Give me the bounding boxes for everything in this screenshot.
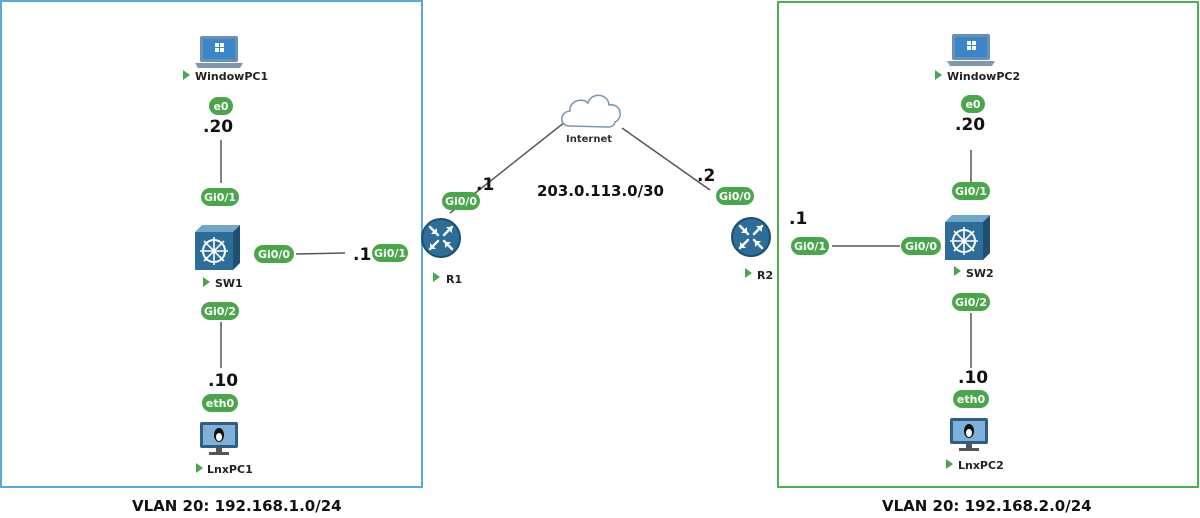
port-pill[interactable] bbox=[202, 394, 238, 412]
port-pill[interactable] bbox=[201, 302, 239, 320]
port-pill[interactable] bbox=[791, 237, 829, 255]
port-pill[interactable] bbox=[372, 244, 408, 262]
sw2-label: SW2 bbox=[966, 267, 994, 280]
port-pill[interactable] bbox=[952, 293, 990, 311]
port-pill[interactable] bbox=[254, 245, 294, 263]
port-label: Gi0/2 bbox=[955, 296, 987, 309]
switch-icon[interactable] bbox=[944, 214, 991, 261]
port-label: e0 bbox=[213, 100, 228, 113]
ip-label: .10 bbox=[958, 368, 988, 388]
port-pill[interactable] bbox=[901, 237, 941, 255]
left-network-label: VLAN 20: 192.168.1.0/24 bbox=[132, 497, 342, 515]
play-icon bbox=[203, 277, 210, 287]
port-label: Gi0/0 bbox=[445, 195, 477, 208]
switch-icon[interactable] bbox=[194, 224, 241, 271]
ip-label: .1 bbox=[476, 175, 494, 195]
ip-label: .1 bbox=[789, 209, 807, 229]
monitor-linux-icon[interactable] bbox=[950, 418, 988, 451]
play-icon bbox=[946, 459, 953, 469]
transit-network-label: 203.0.113.0/30 bbox=[537, 182, 664, 200]
r2-label: R2 bbox=[757, 269, 773, 282]
port-label: Gi0/0 bbox=[719, 190, 751, 203]
port-label: Gi0/1 bbox=[374, 247, 406, 260]
port-pill[interactable] bbox=[442, 192, 480, 210]
port-label: Gi0/1 bbox=[955, 185, 987, 198]
port-label: Gi0/1 bbox=[794, 240, 826, 253]
ip-label: .10 bbox=[208, 371, 238, 391]
play-icon bbox=[183, 70, 190, 80]
windowpc1-label: WindowPC1 bbox=[195, 70, 268, 83]
right-network-box bbox=[777, 1, 1199, 488]
laptop-windows-icon[interactable] bbox=[947, 34, 995, 66]
port-pill[interactable] bbox=[716, 187, 754, 205]
ip-label: .2 bbox=[697, 166, 715, 186]
ip-label: .20 bbox=[203, 117, 233, 137]
port-label: Gi0/0 bbox=[905, 240, 937, 253]
link-sw1-r1 bbox=[295, 252, 346, 255]
port-label: Gi0/1 bbox=[204, 191, 236, 204]
play-icon bbox=[433, 272, 440, 282]
router-icon[interactable] bbox=[420, 217, 462, 259]
lnxpc1-label: LnxPC1 bbox=[207, 463, 253, 476]
play-icon bbox=[745, 268, 752, 278]
monitor-linux-icon[interactable] bbox=[200, 422, 238, 455]
port-pill[interactable] bbox=[201, 188, 239, 206]
port-label: e0 bbox=[965, 98, 980, 111]
port-pill[interactable] bbox=[209, 97, 233, 115]
play-icon bbox=[954, 266, 961, 276]
port-label: eth0 bbox=[206, 397, 235, 410]
sw1-label: SW1 bbox=[215, 277, 243, 290]
windowpc2-label: WindowPC2 bbox=[947, 70, 1020, 83]
port-label: Gi0/0 bbox=[258, 248, 290, 261]
play-icon bbox=[935, 70, 942, 80]
ip-label: .1 bbox=[353, 245, 371, 265]
lnxpc2-label: LnxPC2 bbox=[958, 459, 1004, 472]
link-internet-r2 bbox=[621, 127, 711, 191]
internet-label: Internet bbox=[566, 134, 612, 145]
port-label: eth0 bbox=[957, 393, 986, 406]
ip-label: .20 bbox=[955, 115, 985, 135]
right-network-label: VLAN 20: 192.168.2.0/24 bbox=[882, 497, 1092, 515]
port-pill[interactable] bbox=[952, 182, 990, 200]
play-icon bbox=[196, 463, 203, 473]
port-label: Gi0/2 bbox=[204, 305, 236, 318]
port-pill[interactable] bbox=[961, 95, 985, 113]
laptop-windows-icon[interactable] bbox=[195, 36, 243, 68]
port-pill[interactable] bbox=[953, 390, 989, 408]
r1-label: R1 bbox=[446, 273, 462, 286]
cloud-icon[interactable] bbox=[560, 94, 622, 128]
router-icon[interactable] bbox=[730, 216, 772, 258]
